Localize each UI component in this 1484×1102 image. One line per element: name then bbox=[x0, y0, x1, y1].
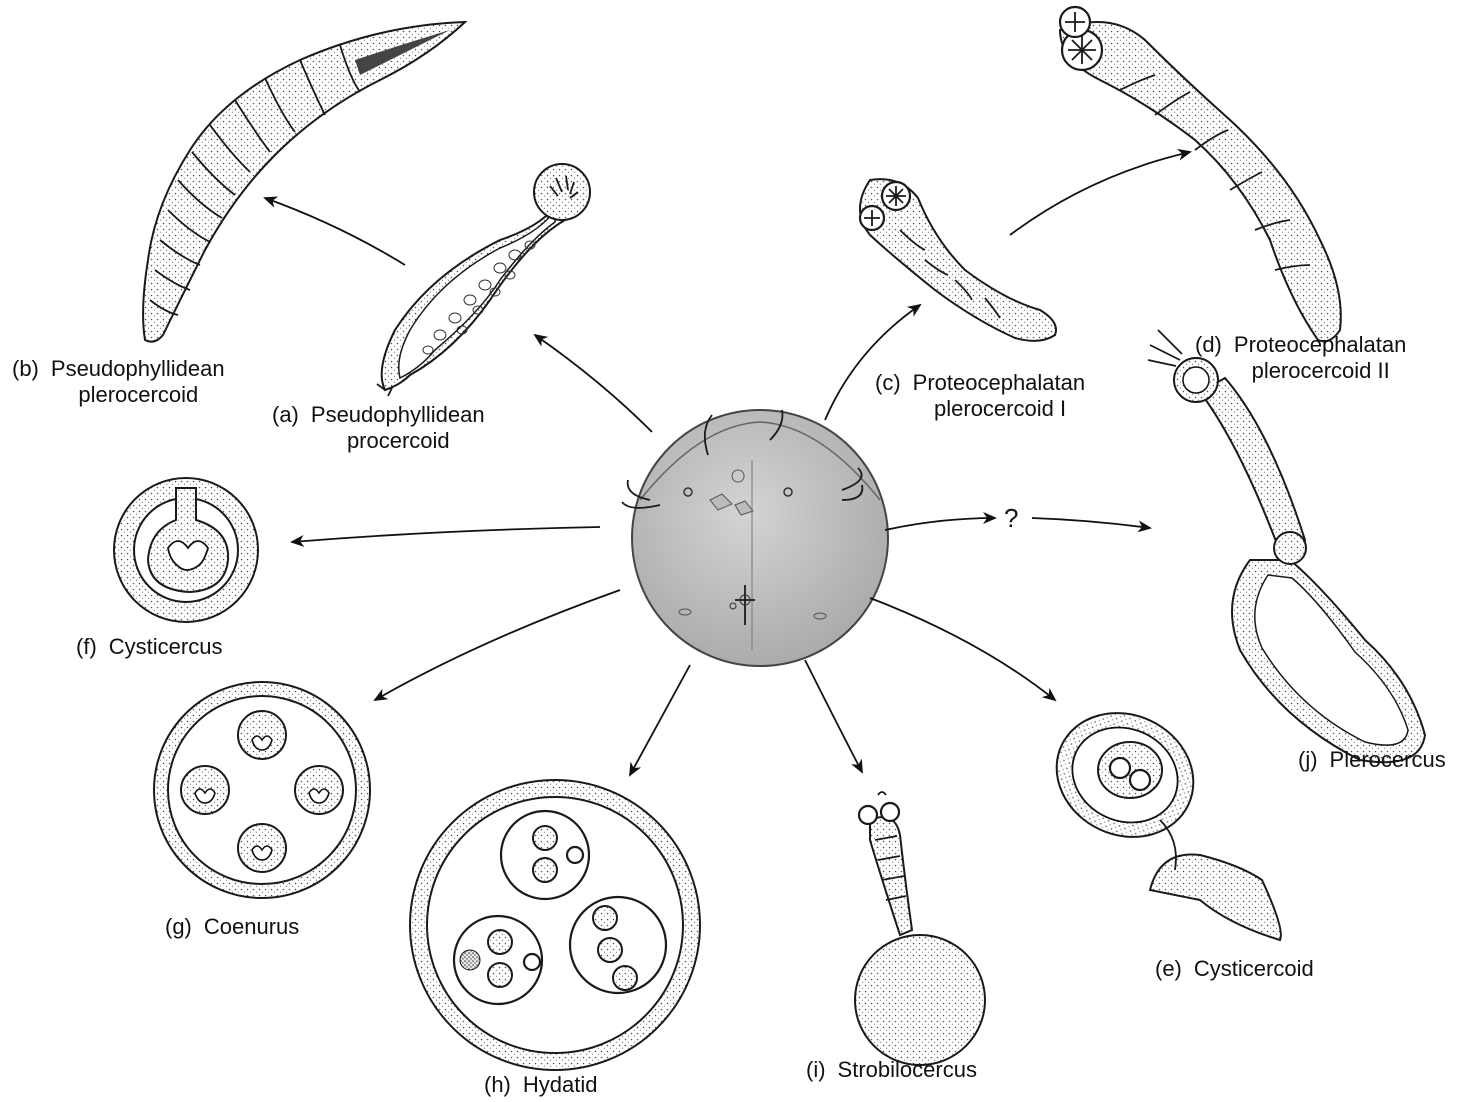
procercoid-figure bbox=[377, 164, 590, 396]
label-d-line1: Proteocephalatan bbox=[1234, 332, 1406, 357]
label-d-tag: (d) bbox=[1195, 332, 1222, 357]
arrow-to-g bbox=[375, 590, 620, 700]
plerocercus-figure bbox=[1148, 330, 1425, 762]
label-j-tag: (j) bbox=[1298, 747, 1318, 772]
label-a-line1: Pseudophyllidean bbox=[311, 402, 485, 427]
label-c-line1: Proteocephalatan bbox=[913, 370, 1085, 395]
label-h-line1: Hydatid bbox=[523, 1072, 598, 1097]
label-e-tag: (e) bbox=[1155, 956, 1182, 981]
arrow-to-i bbox=[805, 660, 862, 772]
label-h-tag: (h) bbox=[484, 1072, 511, 1097]
question-mark: ? bbox=[1004, 503, 1018, 534]
proteocephalatan-plerocercoid-1-figure bbox=[860, 179, 1056, 341]
label-a-line2: procercoid bbox=[272, 428, 485, 454]
label-d-line2: plerocercoid II bbox=[1195, 358, 1406, 384]
label-c: (c) Proteocephalatan plerocercoid I bbox=[875, 370, 1085, 422]
arrow-to-h bbox=[630, 665, 690, 775]
label-d: (d) Proteocephalatan plerocercoid II bbox=[1195, 332, 1406, 384]
label-g: (g) Coenurus bbox=[165, 914, 299, 940]
label-b-line2: plerocercoid bbox=[12, 382, 225, 408]
strobilocercus-figure bbox=[855, 792, 985, 1065]
arrow-to-q bbox=[885, 518, 995, 530]
arrow-c-to-d bbox=[1010, 152, 1190, 235]
label-f-line1: Cysticercus bbox=[109, 634, 223, 659]
cysticercoid-figure bbox=[1036, 691, 1281, 940]
arrow-a-to-b bbox=[265, 198, 405, 265]
arrow-q-to-j bbox=[1032, 518, 1150, 528]
label-b: (b) Pseudophyllidean plerocercoid bbox=[12, 356, 225, 408]
coenurus-figure bbox=[154, 682, 370, 898]
label-j-line1: Plerocercus bbox=[1330, 747, 1446, 772]
label-i-tag: (i) bbox=[806, 1057, 826, 1082]
label-i-line1: Strobilocercus bbox=[838, 1057, 977, 1082]
label-g-line1: Coenurus bbox=[204, 914, 299, 939]
label-c-line2: plerocercoid I bbox=[875, 396, 1085, 422]
arrow-to-f bbox=[292, 527, 600, 542]
arrow-to-a bbox=[535, 335, 652, 432]
label-e-line1: Cysticercoid bbox=[1194, 956, 1314, 981]
label-e: (e) Cysticercoid bbox=[1155, 956, 1314, 982]
pseudophyllidean-plerocercoid-figure bbox=[143, 22, 465, 342]
oncosphere-center bbox=[622, 410, 888, 666]
label-f: (f) Cysticercus bbox=[76, 634, 222, 660]
proteocephalatan-plerocercoid-2-figure bbox=[1060, 7, 1341, 341]
label-b-line1: Pseudophyllidean bbox=[51, 356, 225, 381]
label-c-tag: (c) bbox=[875, 370, 901, 395]
label-i: (i) Strobilocercus bbox=[806, 1057, 977, 1083]
label-f-tag: (f) bbox=[76, 634, 97, 659]
label-a-tag: (a) bbox=[272, 402, 299, 427]
label-j: (j) Plerocercus bbox=[1298, 747, 1446, 773]
arrow-to-e bbox=[870, 598, 1055, 700]
cysticercus-figure bbox=[114, 478, 258, 622]
label-h: (h) Hydatid bbox=[484, 1072, 597, 1098]
label-a: (a) Pseudophyllidean procercoid bbox=[272, 402, 485, 454]
label-g-tag: (g) bbox=[165, 914, 192, 939]
hydatid-figure bbox=[410, 780, 700, 1070]
label-b-tag: (b) bbox=[12, 356, 39, 381]
